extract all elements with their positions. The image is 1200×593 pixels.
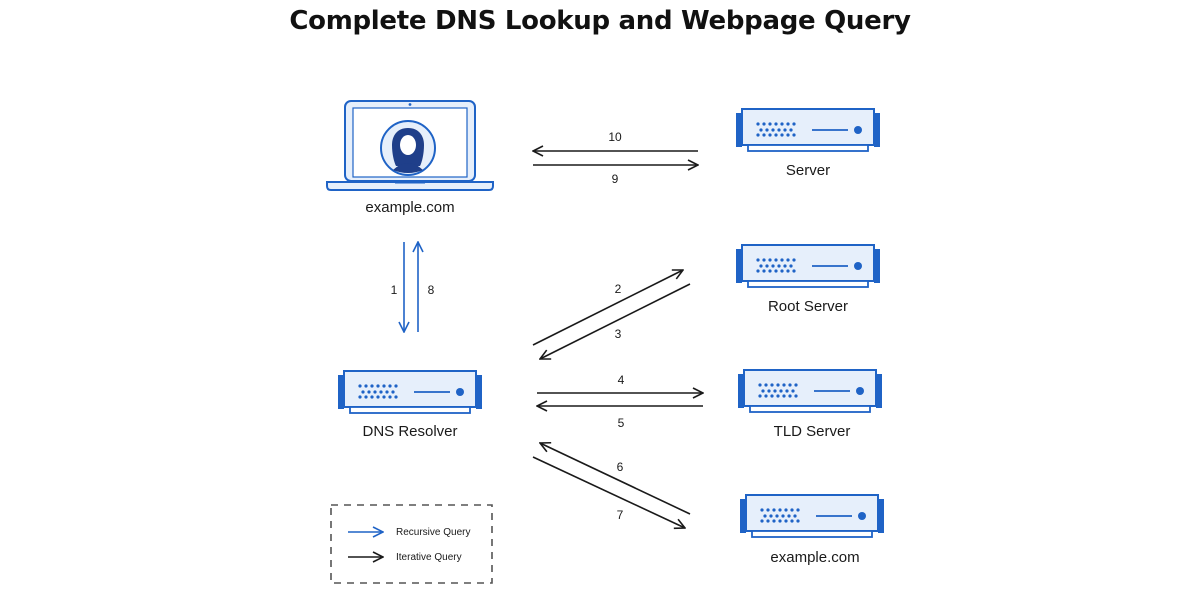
arrow-step-3 (540, 283, 691, 359)
legend-recursive-label: Recursive Query (396, 527, 470, 538)
arrow-step-2 (532, 270, 683, 346)
step-label-1: 1 (391, 283, 398, 297)
step-label-9: 9 (612, 172, 619, 186)
arrow-step-7 (532, 456, 685, 528)
step-label-4: 4 (618, 373, 625, 387)
client-label: example.com (365, 199, 454, 216)
dns-resolver-label: DNS Resolver (362, 423, 457, 440)
client-laptop: example.com (326, 100, 494, 216)
server-icon (737, 369, 883, 413)
diagram-title: Complete DNS Lookup and Webpage Query (289, 6, 911, 36)
authoritative-server: example.com (739, 494, 885, 566)
web-server: Server (735, 108, 881, 179)
server-icon (337, 370, 483, 414)
step-label-10: 10 (608, 130, 622, 144)
web-server-label: Server (786, 162, 830, 179)
step-label-7: 7 (617, 508, 624, 522)
step-label-5: 5 (618, 416, 625, 430)
tld-server: TLD Server (737, 369, 883, 440)
step-label-6: 6 (617, 460, 624, 474)
server-icon (735, 108, 881, 152)
authoritative-server-label: example.com (770, 549, 859, 566)
server-icon (735, 244, 881, 288)
step-label-2: 2 (615, 282, 622, 296)
root-server-label: Root Server (768, 298, 848, 315)
root-server: Root Server (735, 244, 881, 315)
laptop-user-icon (326, 100, 494, 191)
legend: Recursive Query Iterative Query (330, 504, 493, 584)
arrow-step-6 (540, 443, 691, 515)
tld-server-label: TLD Server (774, 423, 851, 440)
server-icon (739, 494, 885, 538)
dns-resolver: DNS Resolver (337, 370, 483, 440)
step-label-3: 3 (615, 327, 622, 341)
step-label-8: 8 (428, 283, 435, 297)
legend-iterative-label: Iterative Query (396, 552, 462, 563)
